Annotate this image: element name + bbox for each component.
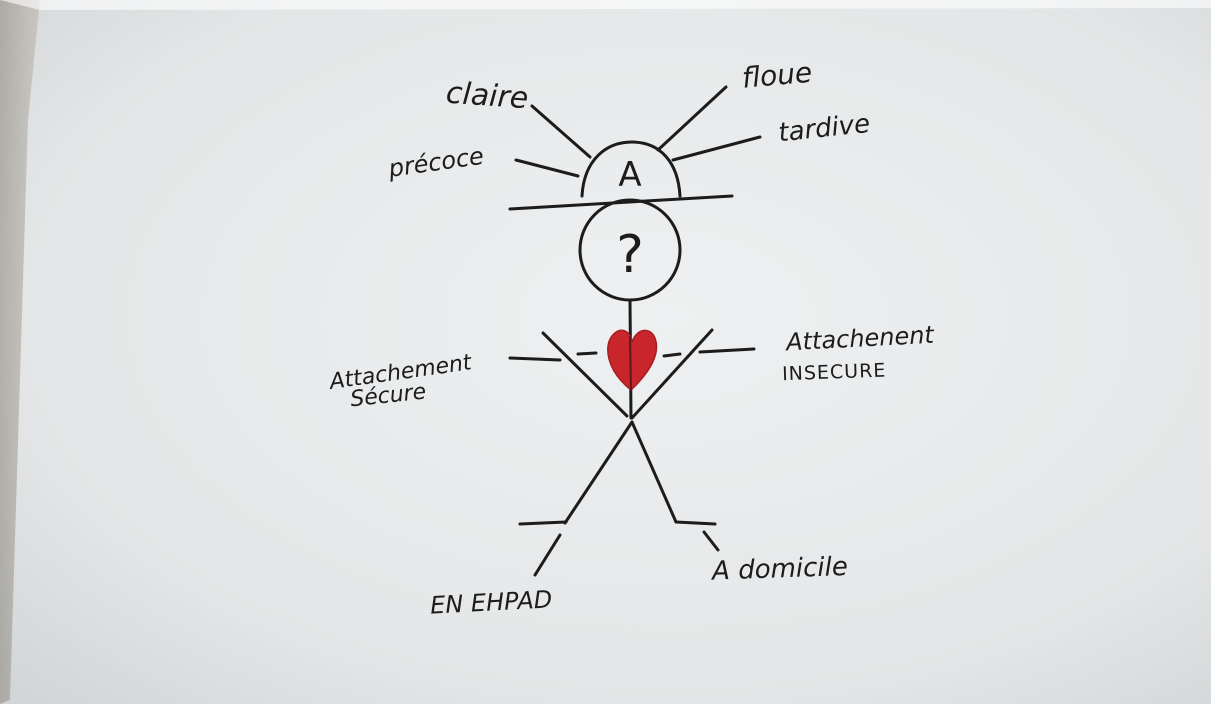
- insecure-pointer-dash: [664, 354, 680, 356]
- label-attachement-insecure-2: INSECURE: [782, 360, 887, 386]
- secure-pointer: [510, 358, 560, 360]
- right-foot: [676, 522, 715, 524]
- hat-letter: A: [618, 155, 641, 195]
- label-claire: claire: [445, 76, 530, 117]
- left-foot: [520, 522, 566, 524]
- secure-pointer-dash: [578, 353, 596, 354]
- label-floue: floue: [741, 56, 814, 95]
- label-a-domicile: A domicile: [710, 552, 849, 587]
- heart-torso-overlap: [630, 336, 631, 390]
- head-question-mark: ?: [616, 225, 644, 285]
